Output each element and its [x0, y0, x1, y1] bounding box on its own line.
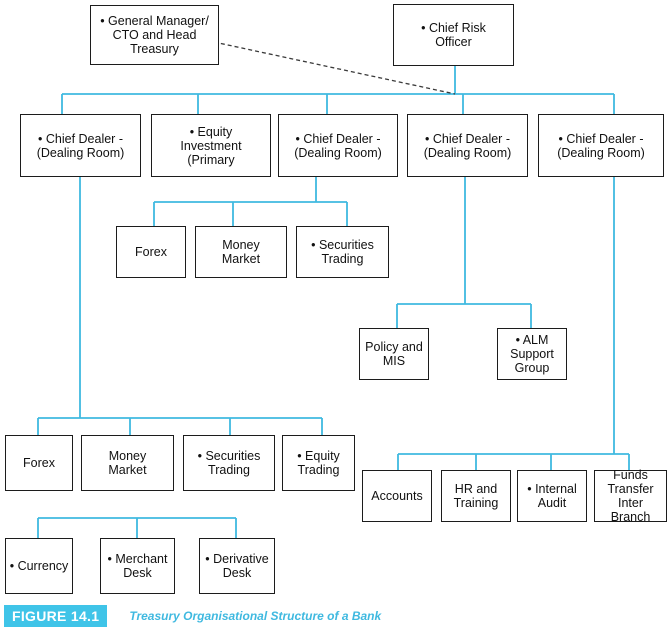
- node-forex-mid-label: Forex: [135, 245, 167, 259]
- node-currency-label: • Currency: [9, 559, 69, 573]
- node-hr-training: HR and Training: [441, 470, 511, 522]
- node-chief-dealer-3-label: • Chief Dealer - (Dealing Room): [294, 131, 382, 160]
- node-equity-trading-left: • Equity Trading: [282, 435, 355, 491]
- figure-number: FIGURE 14.1: [4, 605, 108, 627]
- node-policy-mis: Policy and MIS: [359, 328, 429, 380]
- node-alm-support: • ALM Support Group: [497, 328, 567, 380]
- connector-lines: [37, 66, 630, 538]
- node-chief-dealer-5: • Chief Dealer - (Dealing Room): [538, 114, 664, 177]
- node-securities-trading-left: • Securities Trading: [183, 435, 275, 491]
- node-forex-left: Forex: [5, 435, 73, 491]
- node-chief-dealer-3: • Chief Dealer - (Dealing Room): [278, 114, 398, 177]
- node-money-market-left-label: Money Market: [108, 449, 147, 477]
- node-internal-audit: • Internal Audit: [517, 470, 587, 522]
- figure-caption: FIGURE 14.1 Treasury Organisational Stru…: [4, 605, 381, 627]
- node-money-market-left: Money Market: [81, 435, 174, 491]
- node-alm-support-label: • ALM Support Group: [510, 333, 554, 375]
- node-internal-audit-label: • Internal Audit: [527, 482, 577, 510]
- node-chief-dealer-4: • Chief Dealer - (Dealing Room): [407, 114, 528, 177]
- node-derivative-desk: • Derivative Desk: [199, 538, 275, 594]
- node-general-manager: • General Manager/ CTO and Head Treasury: [90, 5, 219, 65]
- node-chief-dealer-5-label: • Chief Dealer - (Dealing Room): [557, 131, 645, 160]
- node-equity-trading-left-label: • Equity Trading: [297, 449, 340, 477]
- node-securities-trading-mid: • Securities Trading: [296, 226, 389, 278]
- node-forex-left-label: Forex: [23, 456, 55, 470]
- node-funds-transfer: Funds Transfer Inter Branch: [594, 468, 667, 524]
- node-equity-investment: • Equity Investment (Primary: [151, 114, 271, 177]
- node-chief-dealer-1-label: • Chief Dealer - (Dealing Room): [36, 131, 125, 160]
- figure-title: Treasury Organisational Structure of a B…: [129, 609, 382, 623]
- node-chief-dealer-1: • Chief Dealer - (Dealing Room): [20, 114, 141, 177]
- node-currency: • Currency: [5, 538, 73, 594]
- node-funds-transfer-label: Funds Transfer Inter Branch: [607, 468, 654, 524]
- node-chief-risk-officer: • Chief Risk Officer: [393, 4, 514, 66]
- node-policy-mis-label: Policy and MIS: [365, 340, 423, 368]
- node-general-manager-label: • General Manager/ CTO and Head Treasury: [100, 14, 209, 56]
- node-chief-risk-officer-label: • Chief Risk Officer: [421, 21, 486, 49]
- node-forex-mid: Forex: [116, 226, 186, 278]
- node-equity-investment-label: • Equity Investment (Primary: [180, 124, 242, 167]
- node-hr-training-label: HR and Training: [453, 482, 499, 510]
- node-securities-trading-mid-label: • Securities Trading: [311, 238, 374, 266]
- dotted-reporting-line: [213, 41, 456, 95]
- node-derivative-desk-label: • Derivative Desk: [205, 552, 269, 580]
- node-merchant-desk: • Merchant Desk: [100, 538, 175, 594]
- node-money-market-mid: Money Market: [195, 226, 287, 278]
- node-chief-dealer-4-label: • Chief Dealer - (Dealing Room): [423, 131, 512, 160]
- node-money-market-mid-label: Money Market: [221, 238, 261, 266]
- node-accounts: Accounts: [362, 470, 432, 522]
- node-accounts-label: Accounts: [371, 489, 423, 503]
- node-securities-trading-left-label: • Securities Trading: [197, 449, 261, 477]
- node-merchant-desk-label: • Merchant Desk: [107, 552, 168, 580]
